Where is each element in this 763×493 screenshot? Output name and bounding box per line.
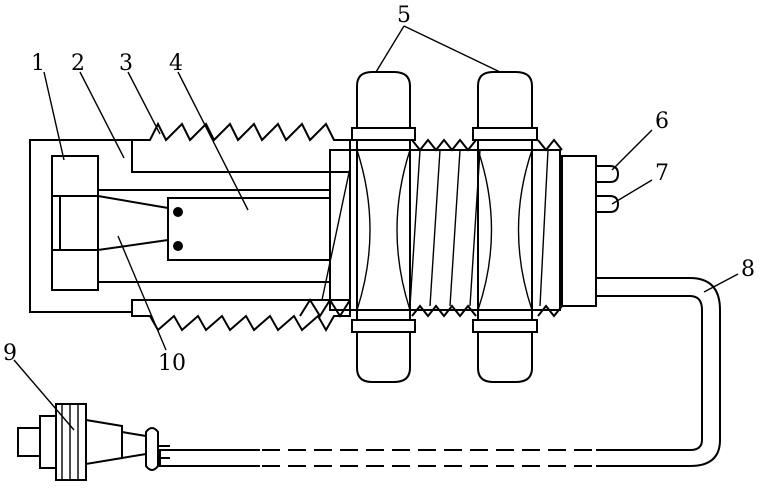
callout-7: 7 [655, 161, 669, 186]
callout-8: 8 [741, 257, 755, 282]
callout-1: 1 [31, 51, 45, 76]
terminal-dot-upper [173, 207, 183, 217]
callout-4: 4 [169, 51, 183, 76]
lock-nut-2 [472, 71, 538, 383]
callout-2: 2 [71, 51, 85, 76]
thread-sleeve-bottom [131, 299, 351, 333]
callout-3: 3 [119, 51, 133, 76]
callouts: 1 2 3 4 5 6 7 8 9 10 [3, 3, 755, 376]
callout-5: 5 [397, 3, 411, 28]
coil-winding [51, 155, 99, 291]
thread-sleeve-top [131, 121, 351, 173]
lock-nut-1 [351, 71, 416, 383]
magnet-core [59, 194, 169, 252]
sensor-element [167, 197, 331, 261]
pin-7 [595, 195, 620, 213]
bnc-connector [17, 403, 170, 481]
rear-connector [561, 155, 620, 307]
housing [29, 139, 351, 313]
threaded-shank [299, 138, 563, 318]
leader-lines [13, 25, 739, 431]
callout-10: 10 [158, 351, 186, 376]
pin-6 [595, 165, 620, 183]
terminal-dot-lower [173, 241, 183, 251]
callout-9: 9 [3, 341, 17, 366]
callout-6: 6 [655, 109, 669, 134]
cable [159, 277, 721, 470]
